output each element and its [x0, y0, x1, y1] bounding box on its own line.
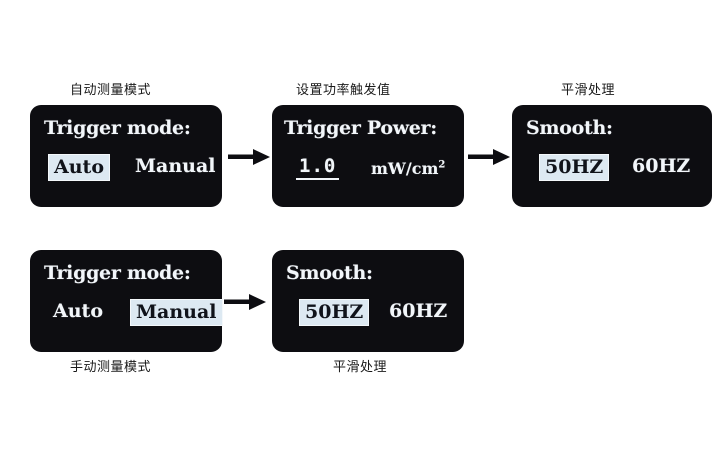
option-manual[interactable]: Manual	[130, 299, 223, 326]
unit-base: mW/cm	[371, 159, 439, 178]
panel-title: Trigger mode:	[44, 262, 191, 284]
panel-title: Smooth:	[286, 262, 373, 284]
panel-title: Trigger Power:	[284, 117, 437, 139]
caption-manual-mode: 手动测量模式	[70, 360, 152, 375]
caption-set-trigger-power: 设置功率触发值	[296, 83, 391, 98]
arrow-right-icon-1	[228, 148, 270, 166]
option-auto[interactable]: Auto	[48, 154, 111, 181]
trigger-power-value[interactable]: 1.0	[296, 155, 340, 180]
arrow-right-icon-3	[224, 293, 266, 311]
option-auto[interactable]: Auto	[53, 300, 104, 322]
caption-auto-mode: 自动测量模式	[70, 83, 152, 98]
option-60hz[interactable]: 60HZ	[632, 155, 691, 177]
option-manual[interactable]: Manual	[135, 155, 216, 177]
panel-title: Smooth:	[526, 117, 613, 139]
unit-exponent: 2	[438, 159, 446, 171]
option-50hz[interactable]: 50HZ	[539, 154, 610, 181]
trigger-power-unit: mW/cm2	[371, 159, 445, 178]
caption-smooth-bottom: 平滑处理	[333, 360, 388, 375]
option-50hz[interactable]: 50HZ	[299, 299, 370, 326]
arrow-right-icon-2	[468, 148, 510, 166]
panel-smooth-bottom[interactable]: Smooth: 50HZ 60HZ	[272, 250, 464, 352]
panel-title: Trigger mode:	[44, 117, 191, 139]
panel-trigger-power[interactable]: Trigger Power: 1.0 mW/cm2	[272, 105, 464, 207]
caption-smooth-top: 平滑处理	[561, 83, 616, 98]
panel-smooth-top[interactable]: Smooth: 50HZ 60HZ	[512, 105, 712, 207]
panel-trigger-mode-manual[interactable]: Trigger mode: Auto Manual	[30, 250, 223, 352]
panel-trigger-mode-auto[interactable]: Trigger mode: Auto Manual	[30, 105, 222, 207]
option-60hz[interactable]: 60HZ	[389, 300, 448, 322]
